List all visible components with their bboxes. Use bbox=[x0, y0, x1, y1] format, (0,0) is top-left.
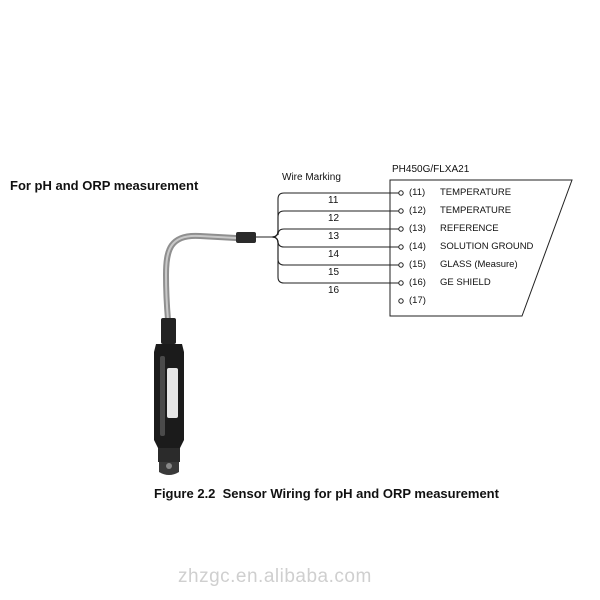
wire-number: 15 bbox=[328, 267, 340, 278]
terminal-label: GE SHIELD bbox=[440, 277, 491, 288]
sensor-grip-highlight bbox=[160, 356, 165, 436]
terminal-label: GLASS (Measure) bbox=[440, 259, 518, 270]
figure-caption: Figure 2.2 Sensor Wiring for pH and ORP … bbox=[154, 486, 499, 501]
wire-number: 13 bbox=[328, 231, 340, 242]
terminal-number: (15) bbox=[409, 259, 426, 270]
terminal-dot bbox=[398, 280, 404, 286]
wire-number: 12 bbox=[328, 213, 340, 224]
terminal-dot bbox=[398, 244, 404, 250]
terminal-number: (17) bbox=[409, 295, 426, 306]
wire-marking-label: Wire Marking bbox=[282, 172, 341, 183]
sensor-probe bbox=[154, 318, 184, 475]
terminal-number: (13) bbox=[409, 223, 426, 234]
sensor-cable-highlight bbox=[164, 234, 237, 321]
terminal-panel-outline bbox=[389, 179, 573, 317]
wire-number: 16 bbox=[328, 285, 340, 296]
terminal-dot bbox=[398, 190, 404, 196]
device-label: PH450G/FLXA21 bbox=[392, 164, 470, 175]
terminal-number: (12) bbox=[409, 205, 426, 216]
sensor-bulb bbox=[166, 463, 172, 469]
terminal-dot bbox=[398, 298, 404, 304]
sensor-cable bbox=[162, 232, 239, 323]
terminal-number: (16) bbox=[409, 277, 426, 288]
terminal-dot bbox=[398, 208, 404, 214]
terminal-label: REFERENCE bbox=[440, 223, 499, 234]
terminal-label: TEMPERATURE bbox=[440, 187, 512, 198]
cable-connector bbox=[236, 232, 256, 243]
sensor-stem bbox=[158, 448, 180, 462]
terminal-number: (14) bbox=[409, 241, 426, 252]
terminal-label: TEMPERATURE bbox=[440, 205, 512, 216]
terminal-dot bbox=[398, 226, 404, 232]
diagram-heading: For pH and ORP measurement bbox=[10, 178, 199, 193]
terminal-dot-group bbox=[398, 190, 404, 304]
wire-line bbox=[256, 236, 399, 284]
terminal-number: (11) bbox=[409, 187, 426, 198]
terminal-dot bbox=[398, 262, 404, 268]
wire-number: 14 bbox=[328, 249, 340, 260]
wire-number: 11 bbox=[328, 195, 339, 206]
wire-line bbox=[256, 228, 399, 238]
sensor-label-strip bbox=[167, 368, 178, 418]
wire-group bbox=[256, 192, 399, 284]
watermark-text: zhzgc.en.alibaba.com bbox=[178, 566, 372, 587]
sensor-cap bbox=[161, 318, 176, 344]
terminal-label: SOLUTION GROUND bbox=[440, 241, 534, 252]
